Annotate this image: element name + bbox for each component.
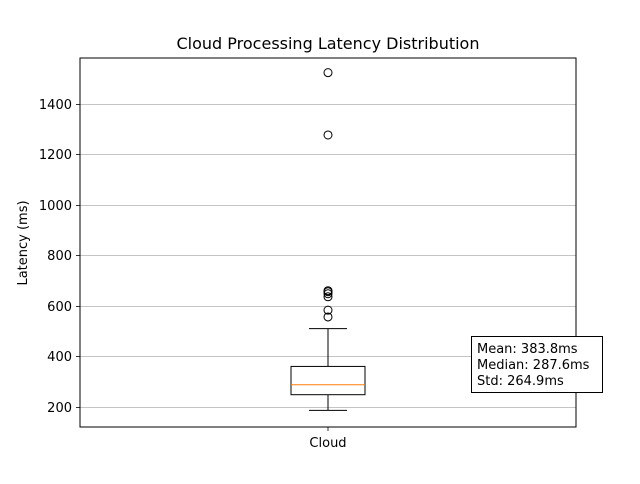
outliers [323,68,333,322]
y-tick-label: 600 [47,300,72,315]
outlier-point [323,312,333,322]
x-axis-ticks: Cloud [309,427,347,451]
y-tick-label: 1200 [39,148,72,163]
box-group [290,328,366,411]
stats-box-frame [471,336,603,393]
y-axis-label: Latency (ms) [16,200,31,285]
y-tick-label: 800 [47,249,72,264]
stats-mean: Mean: 383.8ms [477,342,578,357]
outlier-point [323,286,333,296]
outlier-point [323,130,333,140]
y-tick-label: 400 [47,350,72,365]
outlier-point [323,305,333,315]
stats-median: Median: 287.6ms [477,358,590,373]
y-tick-label: 200 [47,401,72,416]
iqr-box [290,365,366,396]
chart-title: Cloud Processing Latency Distribution [177,34,480,53]
y-axis-ticks: 200 400 600 800 1000 1200 1400 [39,98,80,416]
y-tick-label: 1000 [39,199,72,214]
stats-box: Mean: 383.8ms Median: 287.6ms Std: 264.9… [471,336,603,393]
outlier-point [323,68,333,78]
stats-std: Std: 264.9ms [477,374,564,389]
y-tick-label: 1400 [39,98,72,113]
x-tick-label: Cloud [309,436,346,451]
outlier-point [323,292,333,302]
